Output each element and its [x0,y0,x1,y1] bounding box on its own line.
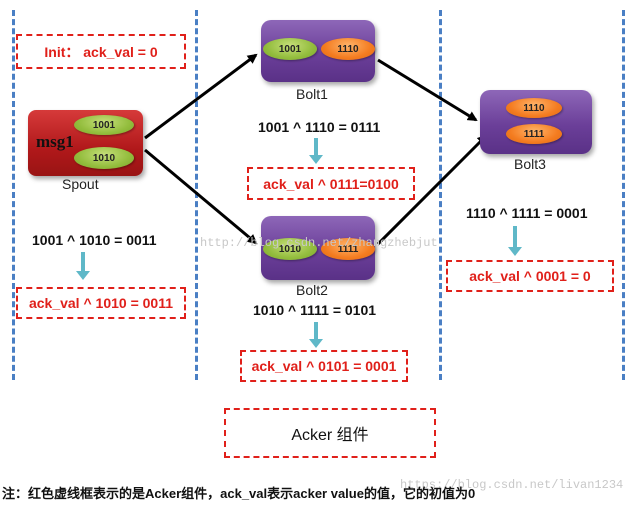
spout-id-1: 1001 [74,115,134,135]
spout-label: Spout [62,176,99,192]
bolt2-id-1: 1010 [263,238,317,260]
bolt3-down-arrow [508,226,522,256]
bolt3-id-1: 1110 [506,98,562,118]
init-ack-box: Init： ack_val = 0 [16,34,186,69]
spout-down-arrow [76,252,90,280]
arrow-spout-bolt1 [144,53,258,140]
bolt1-ack-box: ack_val ^ 0111=0100 [247,167,415,200]
bolt2-ack-box: ack_val ^ 0101 = 0001 [240,350,408,382]
arrow-spout-bolt2 [144,148,258,245]
separator-line-1 [12,10,15,380]
bolt2-down-arrow [309,322,323,348]
arrow-bolt2-bolt3 [376,134,488,246]
spout-xor-equation: 1001 ^ 1010 = 0011 [32,232,157,248]
bolt3-id-2: 1111 [506,124,562,144]
bolt1-label: Bolt1 [296,86,328,102]
footnote: 注：红色虚线框表示的是Acker组件，ack_val表示acker value的… [2,486,476,501]
acker-component-box: Acker 组件 [224,408,436,458]
bolt1-id-2: 1110 [321,38,375,60]
bolt2-xor-equation: 1010 ^ 1111 = 0101 [253,302,377,318]
bolt2-label: Bolt2 [296,282,328,298]
spout-node: msg1 1001 1010 [28,110,143,176]
separator-line-3 [439,10,442,380]
watermark-bottom: https://blog.csdn.net/livan1234 [400,478,624,492]
bolt3-ack-box: ack_val ^ 0001 = 0 [446,260,614,292]
bolt2-node: 1010 1111 [261,216,375,280]
bolt1-down-arrow [309,138,323,164]
spout-id-2: 1010 [74,147,134,169]
spout-msg-label: msg1 [36,132,74,151]
bolt3-node: 1110 1111 [480,90,592,154]
bolt3-xor-equation: 1110 ^ 1111 = 0001 [466,205,588,221]
bolt2-id-2: 1111 [321,238,375,260]
bolt1-id-1: 1001 [263,38,317,60]
bolt1-node: 1001 1110 [261,20,375,82]
arrow-bolt1-bolt3 [377,58,478,122]
watermark-top: http://blog.csdn.net/zhangzhebjut [200,236,438,250]
separator-line-4 [622,10,625,380]
spout-ack-box: ack_val ^ 1010 = 0011 [16,287,186,319]
bolt3-label: Bolt3 [514,156,546,172]
bolt1-xor-equation: 1001 ^ 1110 = 0111 [258,119,381,135]
